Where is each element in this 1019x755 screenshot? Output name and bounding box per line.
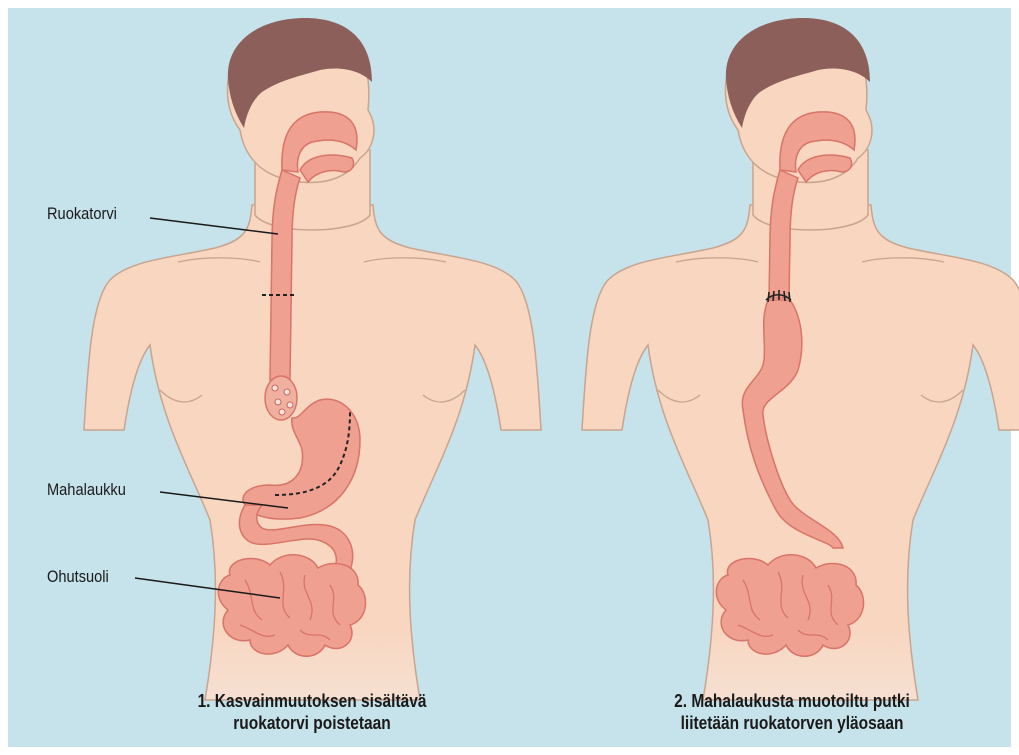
caption-right-line2: liitetään ruokatorven yläosaan: [620, 712, 964, 734]
label-small-intestine: Ohutsuoli: [47, 567, 109, 587]
label-esophagus: Ruokatorvi: [47, 204, 117, 224]
tumor-left: [265, 376, 297, 420]
small-intestine-left: [218, 555, 365, 656]
caption-right-line1: 2. Mahalaukusta muotoiltu putki: [620, 690, 964, 712]
caption-left: 1. Kasvainmuutoksen sisältävä ruokatorvi…: [140, 690, 484, 734]
caption-left-line2: ruokatorvi poistetaan: [140, 712, 484, 734]
figure-left: [84, 18, 541, 700]
label-stomach: Mahalaukku: [47, 480, 126, 500]
caption-left-line1: 1. Kasvainmuutoksen sisältävä: [140, 690, 484, 712]
caption-right: 2. Mahalaukusta muotoiltu putki liitetää…: [620, 690, 964, 734]
small-intestine-right: [716, 555, 863, 656]
figure-right: [582, 18, 1019, 700]
